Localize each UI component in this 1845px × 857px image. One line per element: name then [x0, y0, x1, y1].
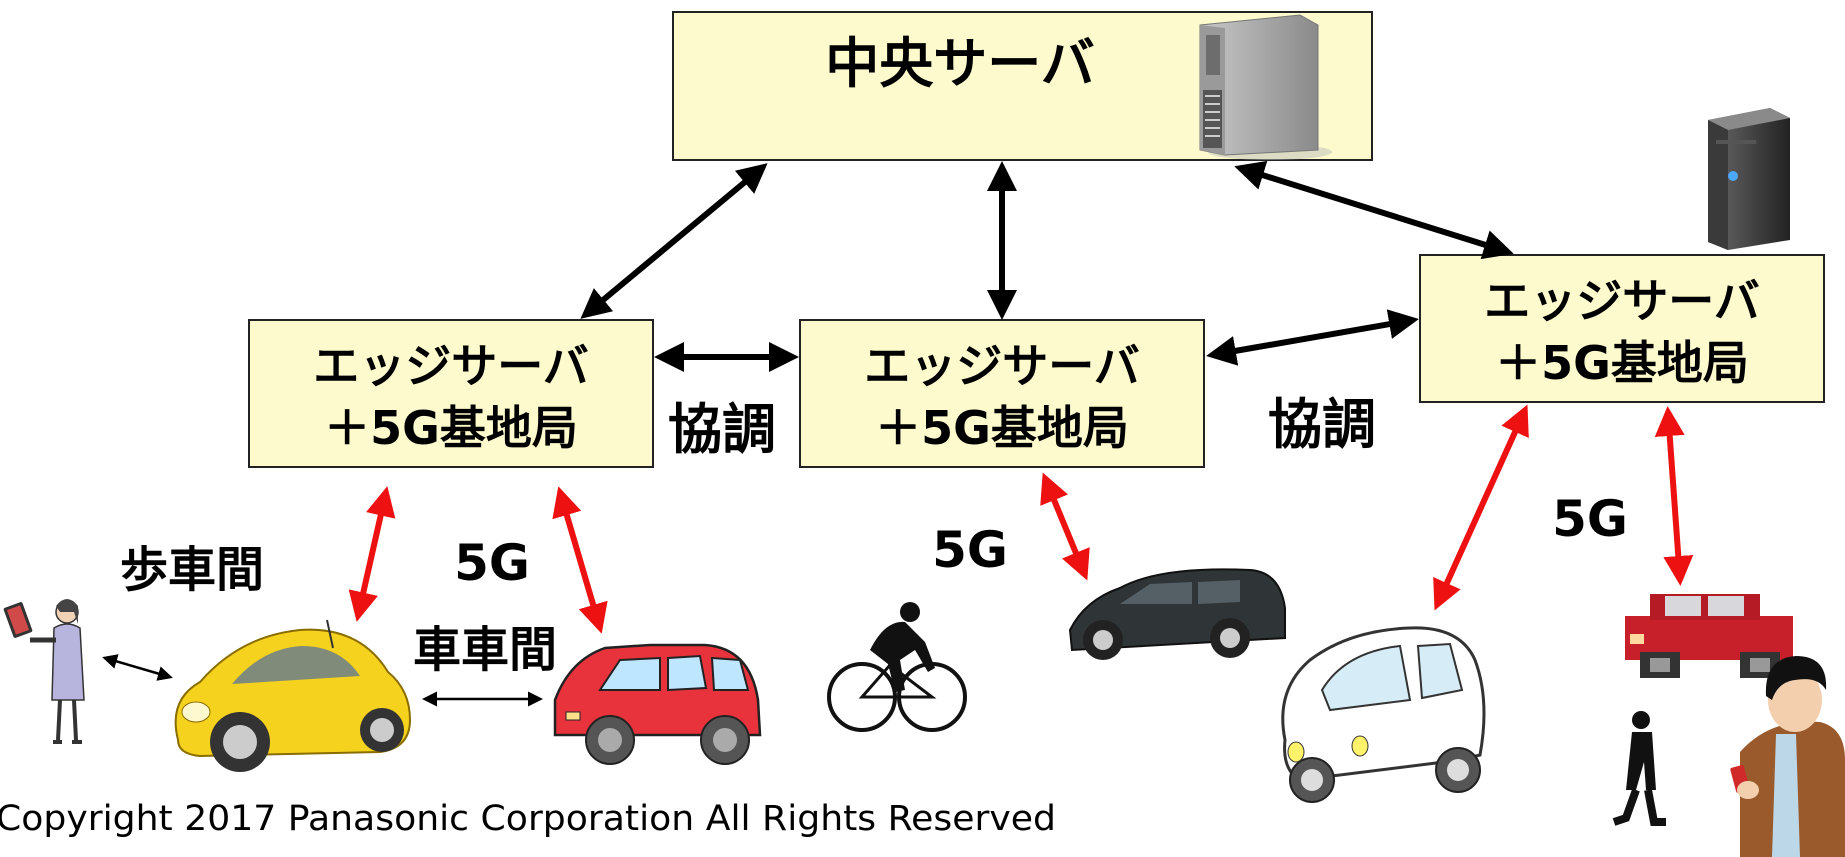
edge-server-box-middle: エッジサーバ ＋5G基地局 — [799, 319, 1205, 468]
cooperation-label-1: 協調 — [668, 398, 776, 461]
edge-server-right-line1: エッジサーバ — [1484, 274, 1760, 328]
edge-server-left-line2: ＋5G基地局 — [324, 401, 578, 455]
cyclist-icon — [827, 602, 967, 732]
man-with-phone-icon — [1730, 656, 1845, 857]
edge-server-middle-line2: ＋5G基地局 — [875, 401, 1129, 455]
edge-server-middle-line1: エッジサーバ — [864, 339, 1140, 393]
fiveg-link-yellow-car — [348, 486, 396, 622]
red-hatchback-car-icon — [553, 643, 762, 765]
pedestrian-vehicle-label: 歩車間 — [120, 542, 264, 598]
copyright-text: Copyright 2017 Panasonic Corporation All… — [0, 799, 1056, 839]
fiveg-label-3: 5G — [1552, 490, 1628, 548]
yellow-beetle-car-icon — [174, 619, 412, 772]
server-desktop-icon — [1708, 108, 1790, 250]
fiveg-label-1: 5G — [454, 534, 530, 592]
vehicle-vehicle-label: 車車間 — [413, 622, 557, 678]
fiveg-label-2: 5G — [932, 521, 1008, 579]
server-tower-icon — [1199, 14, 1332, 160]
fiveg-link-black-suv — [1040, 472, 1090, 581]
black-suv-icon — [1068, 568, 1286, 660]
central-server-box: 中央サーバ — [672, 11, 1373, 161]
link-edge-middle-right — [1206, 309, 1419, 366]
edge-server-right-line2: ＋5G基地局 — [1495, 336, 1749, 390]
edge-server-left-line1: エッジサーバ — [313, 339, 589, 393]
walking-person-silhouette-icon — [1612, 711, 1666, 826]
edge-server-box-right: エッジサーバ ＋5G基地局 — [1419, 254, 1825, 403]
fiveg-link-pixel-car — [1654, 406, 1694, 586]
white-compact-car-icon — [1281, 626, 1486, 803]
link-central-edge-right — [1234, 160, 1514, 260]
pedestrian-with-tablet-icon — [3, 599, 85, 744]
fiveg-link-white-car — [1433, 404, 1529, 611]
cooperation-label-2: 協調 — [1268, 393, 1376, 456]
pixelated-red-car-icon — [1625, 594, 1793, 678]
central-server-label: 中央サーバ — [825, 32, 1094, 95]
fiveg-link-red-car — [552, 486, 608, 634]
link-pedestrian-vehicle — [102, 654, 173, 681]
edge-server-box-left: エッジサーバ ＋5G基地局 — [248, 319, 654, 468]
link-central-edge-left — [580, 163, 768, 319]
